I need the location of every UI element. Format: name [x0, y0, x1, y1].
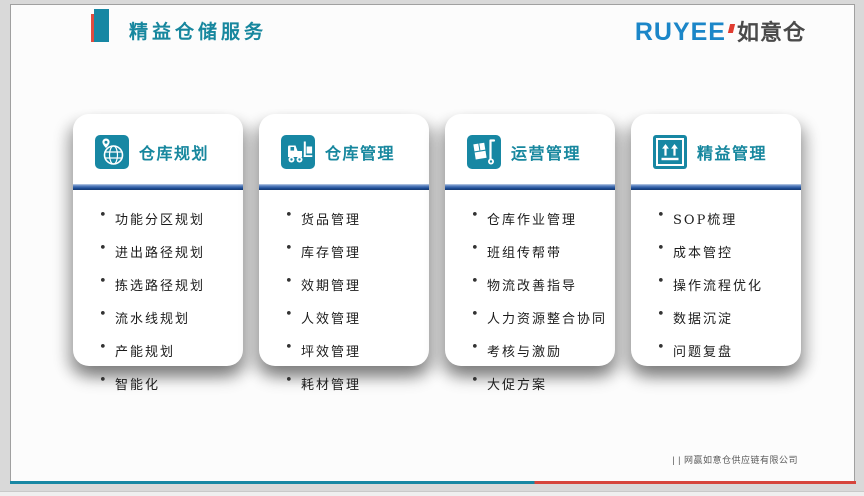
list-item: 仓库作业管理 [471, 202, 607, 235]
card-warehouse-management: 仓库管理 货品管理 库存管理 效期管理 人效管理 坪效管理 耗材管理 [259, 114, 429, 393]
list-item: 问题复盘 [657, 334, 793, 367]
list-item: 拣选路径规划 [99, 268, 235, 301]
footer-company-name: | | 网赢如意仓供应链有限公司 [672, 455, 798, 465]
page-title: 精益仓储服务 [129, 21, 268, 43]
card-divider [73, 184, 243, 190]
list-item: 效期管理 [285, 268, 421, 301]
forklift-icon [281, 135, 315, 169]
list-item: 坪效管理 [285, 334, 421, 367]
list-item: 人效管理 [285, 301, 421, 334]
card-header: 运营管理 [445, 132, 615, 172]
list-item: 功能分区规划 [99, 202, 235, 235]
card-item-list: 仓库作业管理 班组传帮带 物流改善指导 人力资源整合协同 考核与激励 大促方案 [445, 202, 615, 400]
logo-red-accent [727, 24, 736, 33]
card-title: 精益管理 [697, 144, 768, 163]
list-item: 考核与激励 [471, 334, 607, 367]
card-item-list: SOP梳理 成本管控 操作流程优化 数据沉淀 问题复盘 [631, 202, 801, 367]
bottom-strip [0, 491, 864, 496]
list-item: 智能化 [99, 367, 235, 400]
card-divider [259, 184, 429, 190]
slide: 精益仓储服务 RUYEE 如意仓 仓库规划 [10, 4, 855, 481]
list-item: SOP梳理 [657, 202, 793, 235]
list-item: 数据沉淀 [657, 301, 793, 334]
card-header: 仓库管理 [259, 132, 429, 172]
card-title: 运营管理 [511, 144, 582, 163]
globe-location-icon [95, 135, 129, 169]
card-operations-management: 运营管理 仓库作业管理 班组传帮带 物流改善指导 人力资源整合协同 考核与激励 … [445, 114, 615, 393]
list-item: 班组传帮带 [471, 235, 607, 268]
list-item: 产能规划 [99, 334, 235, 367]
slide-bottom-accent-line [10, 481, 856, 484]
logo-cjk-text: 如意仓 [736, 19, 806, 46]
card-title: 仓库规划 [139, 144, 210, 163]
list-item: 成本管控 [657, 235, 793, 268]
list-item: 进出路径规划 [99, 235, 235, 268]
list-item: 人力资源整合协同 [471, 301, 607, 334]
list-item: 大促方案 [471, 367, 607, 400]
title-accent-teal-block [94, 9, 109, 42]
this-way-up-icon [653, 135, 687, 169]
list-item: 物流改善指导 [471, 268, 607, 301]
card-item-list: 货品管理 库存管理 效期管理 人效管理 坪效管理 耗材管理 [259, 202, 429, 400]
card-lean-management: 精益管理 SOP梳理 成本管控 操作流程优化 数据沉淀 问题复盘 [631, 114, 801, 366]
list-item: 耗材管理 [285, 367, 421, 400]
list-item: 流水线规划 [99, 301, 235, 334]
hand-truck-icon [467, 135, 501, 169]
title-accent-red-strip [91, 14, 94, 42]
card-item-list: 功能分区规划 进出路径规划 拣选路径规划 流水线规划 产能规划 智能化 [73, 202, 243, 400]
logo-latin-text: RUYEE [634, 18, 726, 46]
card-header: 精益管理 [631, 132, 801, 172]
company-logo: RUYEE 如意仓 [635, 20, 806, 45]
list-item: 货品管理 [285, 202, 421, 235]
card-warehouse-planning: 仓库规划 功能分区规划 进出路径规划 拣选路径规划 流水线规划 产能规划 智能化 [73, 114, 243, 393]
list-item: 库存管理 [285, 235, 421, 268]
card-title: 仓库管理 [325, 144, 396, 163]
card-divider [631, 184, 801, 190]
card-divider [445, 184, 615, 190]
card-header: 仓库规划 [73, 132, 243, 172]
list-item: 操作流程优化 [657, 268, 793, 301]
service-cards: 仓库规划 功能分区规划 进出路径规划 拣选路径规划 流水线规划 产能规划 智能化 [73, 114, 801, 393]
